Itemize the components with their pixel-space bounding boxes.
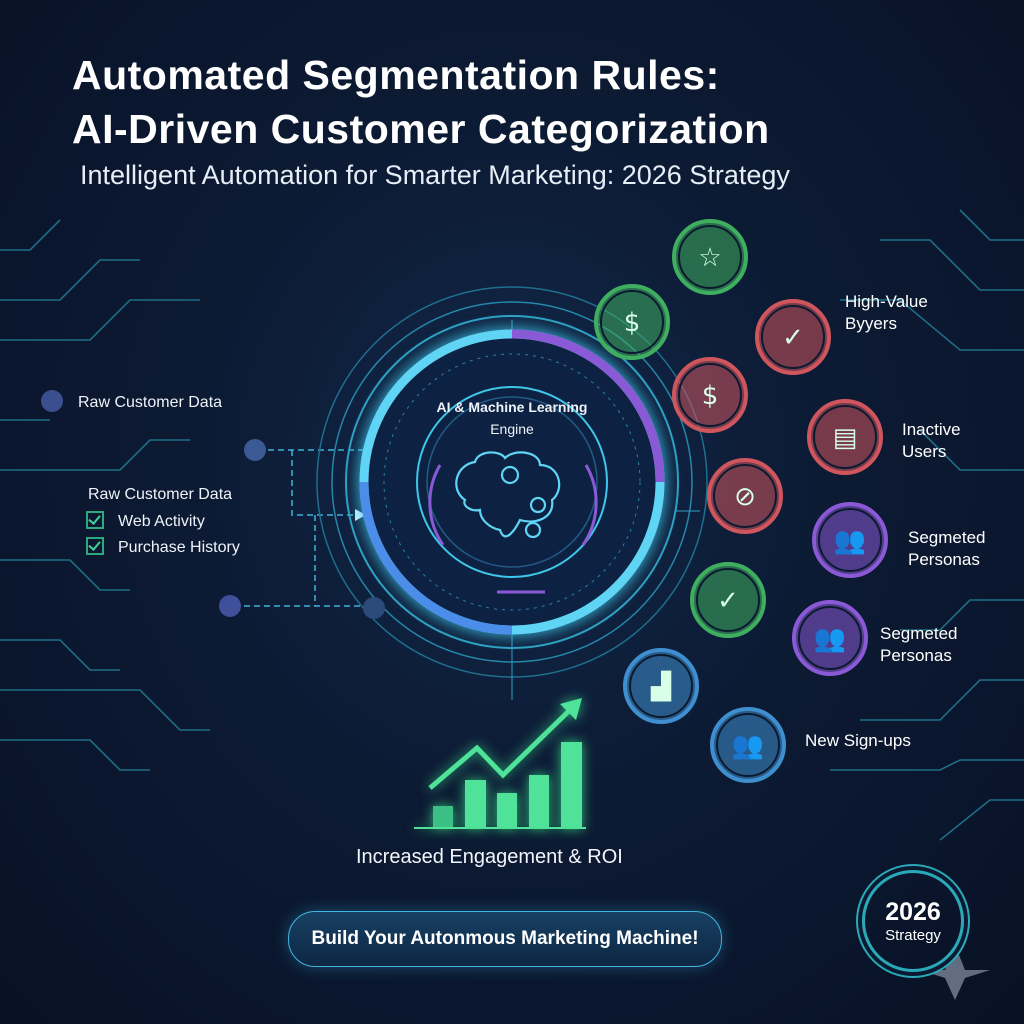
star-icon: ☆ xyxy=(698,243,721,273)
segment-inner-ring xyxy=(600,290,664,354)
circuit-trace xyxy=(919,429,1024,471)
circuit-trace xyxy=(0,439,190,471)
circuit-trace xyxy=(840,299,1024,351)
segment-circle xyxy=(707,458,783,534)
segment-inner-ring xyxy=(818,508,882,572)
money-bag-icon: $ xyxy=(624,308,641,338)
no-emoji-icon: ⊘ xyxy=(734,482,756,512)
brain-icon xyxy=(455,451,561,539)
raw-data-block-title: Raw Customer Data xyxy=(88,486,233,503)
circuit-trace xyxy=(0,299,200,341)
device-icon xyxy=(244,439,266,461)
title-line-2: AI-Driven Customer Categorization xyxy=(72,106,770,152)
group-icon: 👥 xyxy=(814,624,846,654)
sparkle-icon xyxy=(920,945,990,1000)
segment-circle xyxy=(690,562,766,638)
segment-node[interactable]: ☆ xyxy=(672,219,748,295)
outcome-label: Increased Engagement & ROI xyxy=(356,846,623,868)
segment-circle xyxy=(594,284,670,360)
segment-circle xyxy=(755,299,831,375)
circuit-trace xyxy=(880,239,1024,291)
circuit-trace xyxy=(860,679,1024,721)
arrow-icon xyxy=(355,509,366,521)
segment-label-new-signups: New Sign-ups xyxy=(805,731,911,750)
segment-inner-ring xyxy=(713,464,777,528)
clipboard-check-icon: ✓ xyxy=(782,323,804,353)
segment-circle xyxy=(623,648,699,724)
clipboard-check-icon: ✓ xyxy=(717,586,739,616)
circuit-trace xyxy=(900,599,1024,631)
segment-node[interactable]: $ xyxy=(594,284,670,360)
segment-circle xyxy=(672,219,748,295)
segment-node[interactable]: ⊘ xyxy=(707,458,783,534)
title-line-1: Automated Segmentation Rules: xyxy=(72,52,720,98)
segment-node[interactable]: ✓ xyxy=(690,562,766,638)
raw-data-label: Raw Customer Data xyxy=(78,394,223,411)
badge-year: 2026 xyxy=(885,898,941,926)
dollar-gear-icon: $ xyxy=(702,381,719,411)
strategy-badge: 2026 Strategy xyxy=(862,870,964,972)
segment-node[interactable]: ▤ xyxy=(807,399,883,475)
segment-node[interactable]: 👥 xyxy=(792,600,868,676)
input-item-purchase-history: Purchase History xyxy=(86,537,240,559)
segment-node[interactable]: 👥 xyxy=(812,502,888,578)
segment-circle xyxy=(792,600,868,676)
engine-label-2: Engine xyxy=(490,421,534,437)
circuit-trace xyxy=(0,219,61,251)
circuit-trace xyxy=(0,639,120,671)
segment-inner-ring xyxy=(813,405,877,469)
circuit-trace xyxy=(0,689,210,731)
ml-engine xyxy=(316,286,708,700)
circuit-trace xyxy=(0,559,130,591)
group-icon: 👥 xyxy=(834,526,866,556)
segment-node[interactable]: ✓ xyxy=(755,299,831,375)
segment-node[interactable]: 👥 xyxy=(710,707,786,783)
segment-circle xyxy=(812,502,888,578)
segment-node[interactable]: ▟ xyxy=(623,648,699,724)
engine-label: AI & Machine Learning xyxy=(436,399,588,415)
segment-circle xyxy=(672,357,748,433)
circuit-trace xyxy=(0,259,140,301)
circuit-lines xyxy=(0,209,1024,841)
cta-button[interactable]: Build Your Autonmous Marketing Machine! xyxy=(288,911,722,967)
search-icon xyxy=(219,595,241,617)
analytics-icon xyxy=(363,597,385,619)
badge-label: Strategy xyxy=(885,927,941,944)
segment-inner-ring xyxy=(716,713,780,777)
segment-circle xyxy=(710,707,786,783)
circuit-trace xyxy=(0,739,150,771)
segment-inner-ring xyxy=(761,305,825,369)
segment-circle xyxy=(807,399,883,475)
circuit-trace xyxy=(830,759,1024,771)
checkbox-icon xyxy=(86,511,104,529)
segment-inner-ring xyxy=(678,363,742,427)
segment-inner-ring xyxy=(798,606,862,670)
subtitle: Intelligent Automation for Smarter Marke… xyxy=(80,160,790,190)
segment-inner-ring xyxy=(678,225,742,289)
bar-chart-icon: ▟ xyxy=(650,670,672,702)
input-item-web-activity: Web Activity xyxy=(86,511,205,533)
segment-inner-ring xyxy=(696,568,760,632)
group-icon: 👥 xyxy=(732,731,764,761)
checkbox-icon xyxy=(86,537,104,555)
document-icon: ▤ xyxy=(833,423,858,453)
growth-chart xyxy=(414,698,586,829)
user-search-icon xyxy=(41,390,63,412)
segment-inner-ring xyxy=(629,654,693,718)
circuit-trace xyxy=(959,209,1024,241)
circuit-trace xyxy=(939,799,1024,841)
segment-node[interactable]: $ xyxy=(672,357,748,433)
